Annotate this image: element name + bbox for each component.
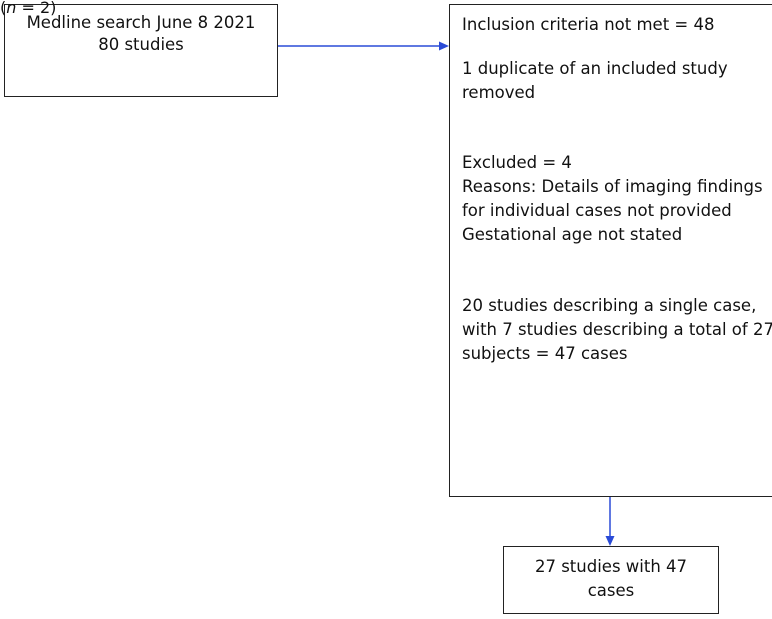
screening-to-result-arrow <box>605 497 615 546</box>
exclusion-reason-label: Gestational age not stated <box>462 225 683 244</box>
sample-size-value: = 2) <box>16 0 57 17</box>
criteria-not-met-label: Inclusion criteria not met = 48 <box>462 15 715 34</box>
arrow-head <box>439 41 449 51</box>
excluded-count-label: Excluded = 4 <box>462 153 572 172</box>
sample-size-note: (n = 2) <box>0 0 56 16</box>
search-to-screening-arrow <box>278 41 449 51</box>
sample-size-variable: n <box>6 0 17 17</box>
duplicate-removed-label: 1 duplicate of an included study removed <box>462 59 728 102</box>
result-label: 27 studies with 47 cases <box>534 557 688 600</box>
result-box: 27 studies with 47 cases <box>503 546 719 614</box>
sample-size-prefix: ( <box>0 0 7 17</box>
included-summary-label: 20 studies describing a single case, wit… <box>462 296 772 363</box>
exclusion-reason-label: Reasons: Details of imaging findings for… <box>462 177 763 220</box>
search-date-label: Medline search June 8 2021 <box>26 13 256 32</box>
search-count-label: 80 studies <box>98 35 184 54</box>
search-box: Medline search June 8 2021 80 studies <box>4 4 278 97</box>
screening-box: Inclusion criteria not met = 48 1 duplic… <box>449 4 772 497</box>
arrow-head <box>605 536 615 546</box>
